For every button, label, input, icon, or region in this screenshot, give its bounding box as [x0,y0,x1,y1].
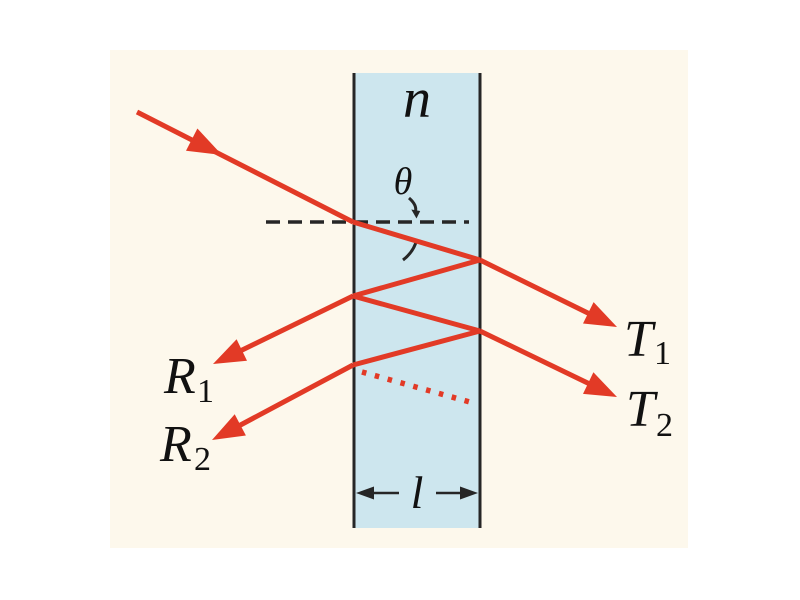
refracted-ray-inside-film [352,219,481,263]
transmitted-ray-1-arrowhead [583,302,617,327]
reflected-ray-1-label: R 1 [163,348,214,410]
reflected-ray-1-arrowhead [213,339,247,364]
reflected-ray-2-arrowhead [212,414,246,440]
theta-pointer-arrow [407,196,418,212]
transmitted-ray-2-label-sub: 2 [656,407,673,444]
reflected-ray-1 [232,293,355,357]
transmitted-ray-1-label-sub: 1 [654,335,671,372]
thickness-dim-right-arrowhead [460,486,478,500]
reflected-ray-2-label-sub: 2 [194,441,211,478]
reflected-ray-2-label-base: R [159,416,192,473]
internal-reflection-3 [352,328,481,368]
transmitted-ray-1 [478,257,600,321]
thickness-dim-left-arrowhead [356,486,374,500]
transmitted-ray-2-label: T 2 [626,381,673,444]
reflected-ray-1-label-sub: 1 [197,373,214,410]
transmitted-ray-2-arrowhead [583,372,617,397]
reflected-ray-2-label: R 2 [159,416,211,478]
reflected-ray-2 [231,362,355,432]
incident-ray [135,109,355,225]
theta-pointer-arrowhead [411,209,421,219]
incident-ray-arrowhead [186,128,222,155]
internal-reflection-1 [352,257,481,299]
transmitted-ray-1-label-base: T [624,311,656,368]
transmitted-ray-1-label: T 1 [624,311,671,372]
film-thickness-label: l [411,467,424,518]
theta-label: θ [394,161,413,203]
reflected-ray-1-label-base: R [163,348,196,405]
transmitted-ray-2-label-base: T [626,381,658,438]
transmitted-ray-2 [478,328,600,391]
internal-reflection-2 [352,293,481,334]
film-index-label: n [403,68,431,130]
